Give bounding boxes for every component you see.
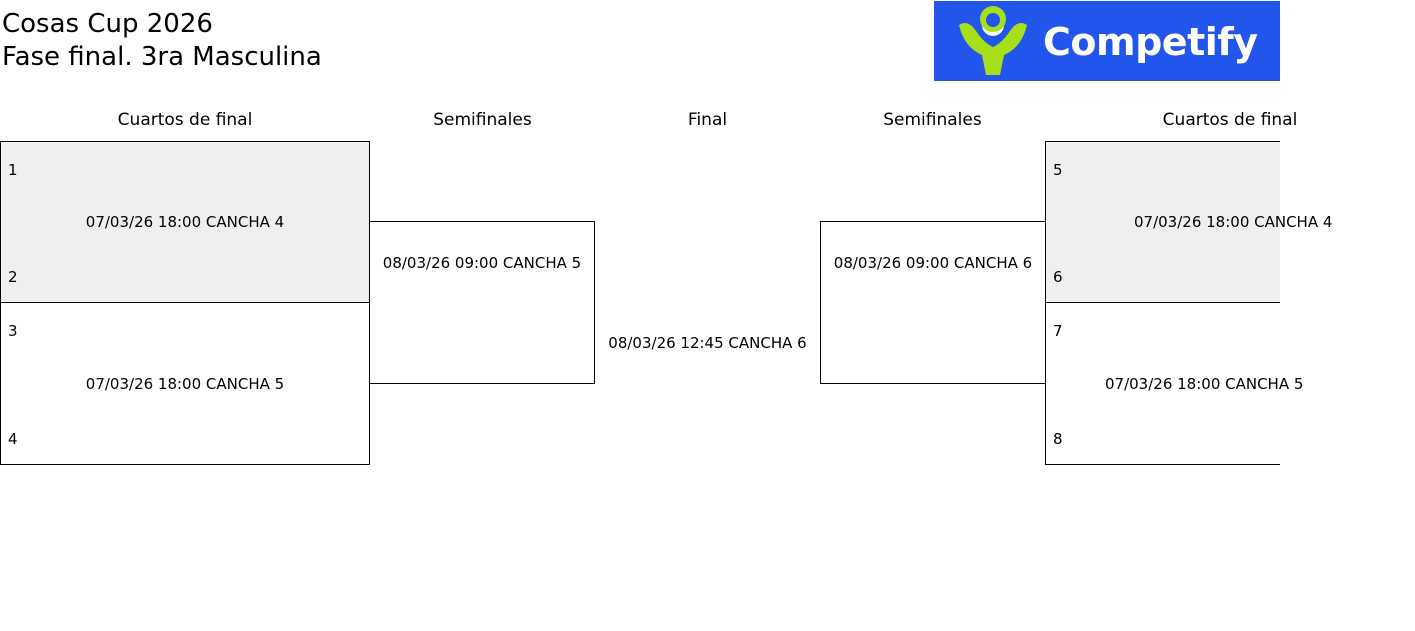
column-header-right-semis: Semifinales — [883, 110, 982, 130]
competify-logo: Competify — [934, 1, 1280, 81]
seed-number: 7 — [1053, 322, 1063, 340]
match-box-qf4[interactable]: 7 07/03/26 18:00 CANCHA 5 8 — [1045, 302, 1303, 465]
match-box-sf-left[interactable]: 08/03/26 09:00 CANCHA 5 — [369, 221, 595, 384]
phase-subtitle: Fase final. 3ra Masculina — [2, 42, 322, 72]
match-schedule: 08/03/26 09:00 CANCHA 6 — [833, 254, 1033, 272]
match-box-qf1[interactable]: 1 07/03/26 18:00 CANCHA 4 2 — [0, 141, 370, 303]
match-box-sf-right[interactable]: 08/03/26 09:00 CANCHA 6 — [820, 221, 1046, 384]
tournament-title: Cosas Cup 2026 — [2, 9, 213, 39]
person-icon — [959, 6, 1027, 75]
match-schedule: 07/03/26 18:00 CANCHA 4 — [85, 213, 285, 231]
seed-number: 4 — [8, 430, 18, 448]
column-header-final: Final — [687, 110, 728, 130]
seed-number: 3 — [8, 322, 18, 340]
match-schedule: 08/03/26 09:00 CANCHA 5 — [382, 254, 582, 272]
match-box-qf2[interactable]: 3 07/03/26 18:00 CANCHA 5 4 — [0, 302, 370, 465]
seed-number: 8 — [1053, 430, 1063, 448]
column-header-right-quarters: Cuartos de final — [1162, 110, 1298, 130]
column-header-left-semis: Semifinales — [433, 110, 532, 130]
seed-number: 6 — [1053, 268, 1063, 286]
logo-wordmark: Competify — [1043, 20, 1258, 64]
column-header-left-quarters: Cuartos de final — [117, 110, 253, 130]
seed-number: 1 — [8, 161, 18, 179]
seed-number: 2 — [8, 268, 18, 286]
seed-number: 5 — [1053, 161, 1063, 179]
match-box-qf3[interactable]: 5 07/03/26 18:00 CANCHA 4 6 — [1045, 141, 1332, 303]
match-schedule: 07/03/26 18:00 CANCHA 5 — [85, 375, 285, 393]
match-schedule: 07/03/26 18:00 CANCHA 5 — [1105, 375, 1304, 393]
final-schedule: 08/03/26 12:45 CANCHA 6 — [608, 334, 807, 352]
match-schedule: 07/03/26 18:00 CANCHA 4 — [1134, 213, 1333, 231]
